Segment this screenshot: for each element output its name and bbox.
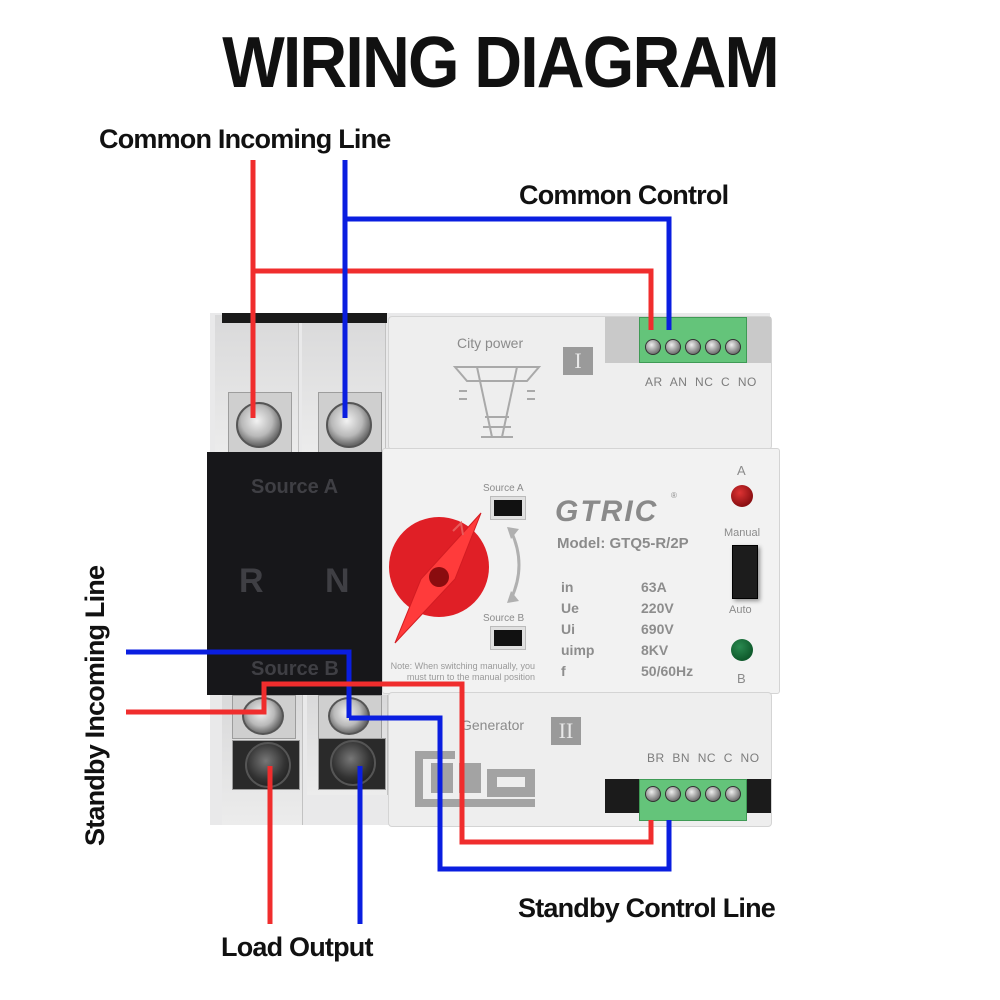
- indicator-led-a: [731, 485, 753, 507]
- registered-mark: ®: [671, 491, 677, 500]
- label-load-output: Load Output: [221, 932, 373, 962]
- terminal-top-edge: [222, 313, 387, 323]
- label-common-control: Common Control: [519, 180, 729, 210]
- generator-label: Generator: [461, 717, 525, 733]
- top-control-terminal-block: [639, 317, 747, 363]
- terminal-label: C: [723, 751, 733, 765]
- diagram-title: WIRING DIAGRAM: [222, 23, 779, 103]
- label-standby-control-line: Standby Control Line: [518, 893, 776, 923]
- spec-key: Ue: [561, 600, 579, 616]
- note-line: Note: When switching manually, you: [390, 661, 535, 671]
- indicator-led-b: [731, 639, 753, 661]
- manual-switch-note: Note: When switching manually, you must …: [389, 661, 535, 683]
- spec-value: 220V: [641, 600, 674, 616]
- cover-label-source-b: Source B: [251, 658, 339, 680]
- label-common-incoming-line: Common Incoming Line: [99, 124, 391, 154]
- section-ii-badge: II: [551, 717, 581, 745]
- indicator-b-label: B: [737, 671, 746, 686]
- terminal-label: BN: [672, 751, 691, 765]
- rotate-arrow-icon: [507, 527, 521, 603]
- note-line: must turn to the manual position: [406, 672, 535, 682]
- mode-label-auto: Auto: [729, 604, 752, 616]
- screw-source-a-n: [326, 402, 372, 448]
- power-tower-icon: [452, 366, 542, 438]
- city-power-label: City power: [457, 335, 524, 351]
- terminal-label: NC: [697, 751, 717, 765]
- cover-label-source-a: Source A: [251, 476, 339, 498]
- spec-value: 8KV: [641, 642, 669, 658]
- section-i-badge: I: [563, 347, 593, 375]
- window-label-source-b: Source B: [483, 613, 525, 624]
- terminal-screw-nc-b: [685, 786, 701, 802]
- terminal-label: NO: [737, 375, 757, 389]
- mode-toggle-switch[interactable]: [732, 545, 758, 599]
- terminal-screw-c-a: [705, 339, 721, 355]
- terminal-label: NC: [695, 375, 714, 389]
- spec-value: 690V: [641, 621, 674, 637]
- terminal-label: C: [721, 375, 731, 389]
- screw-load-n: [330, 740, 376, 786]
- terminal-screw-an: [665, 339, 681, 355]
- terminal-label: AN: [669, 375, 688, 389]
- model-number: Model: GTQ5-R/2P: [557, 535, 689, 552]
- wire-standby-neutral: [126, 649, 352, 718]
- spec-values: 63A 220V 690V 8KV 50/60Hz: [641, 579, 693, 684]
- spec-key: f: [561, 663, 566, 679]
- terminal-screw-bn: [665, 786, 681, 802]
- spec-value: 50/60Hz: [641, 663, 694, 679]
- terminal-screw-no-b: [725, 786, 741, 802]
- source-a-window: [491, 497, 525, 519]
- terminal-label: NO: [740, 751, 760, 765]
- spec-key: in: [561, 579, 574, 595]
- generator-icon: [415, 751, 535, 807]
- cover-label-r: R: [239, 562, 264, 600]
- terminal-label: AR: [645, 375, 663, 389]
- terminal-screw-c-b: [705, 786, 721, 802]
- control-panel: Source A Source B Note: When switching m…: [382, 448, 780, 694]
- bottom-terminal-labels: BR BN NC C NO: [647, 751, 760, 765]
- terminal-screw-no-a: [725, 339, 741, 355]
- source-b-window: [491, 627, 525, 649]
- screw-source-a-r: [236, 402, 282, 448]
- spec-key: Ui: [561, 621, 575, 637]
- spec-value: 63A: [641, 579, 667, 595]
- cover-label-n: N: [325, 562, 350, 600]
- terminal-screw-br: [645, 786, 661, 802]
- panel-generator: Generator II BR BN NC C NO: [388, 692, 772, 827]
- top-terminal-labels: AR AN NC C NO: [645, 375, 757, 389]
- wire-standby-neutral-control: [349, 715, 672, 872]
- spec-keys: in Ue Ui uimp f: [561, 579, 594, 684]
- spec-key: uimp: [561, 642, 595, 658]
- wire-common-neutral-control: [345, 216, 672, 330]
- rotary-handle[interactable]: [383, 509, 493, 649]
- window-label-source-a: Source A: [483, 483, 524, 494]
- panel-city-power: City power I AR AN NC C NO: [388, 316, 772, 450]
- terminal-screw-ar: [645, 339, 661, 355]
- indicator-a-label: A: [737, 463, 746, 478]
- wire-standby-live: [126, 681, 654, 845]
- terminal-label: BR: [647, 751, 665, 765]
- bottom-control-terminal-block: [639, 779, 747, 821]
- terminal-screw-nc-a: [685, 339, 701, 355]
- wire-common-live-control: [253, 268, 654, 330]
- mode-label-manual: Manual: [724, 527, 761, 539]
- brand-logo: GTRIC: [555, 495, 659, 528]
- label-standby-incoming-line: Standby Incoming Line: [80, 565, 110, 846]
